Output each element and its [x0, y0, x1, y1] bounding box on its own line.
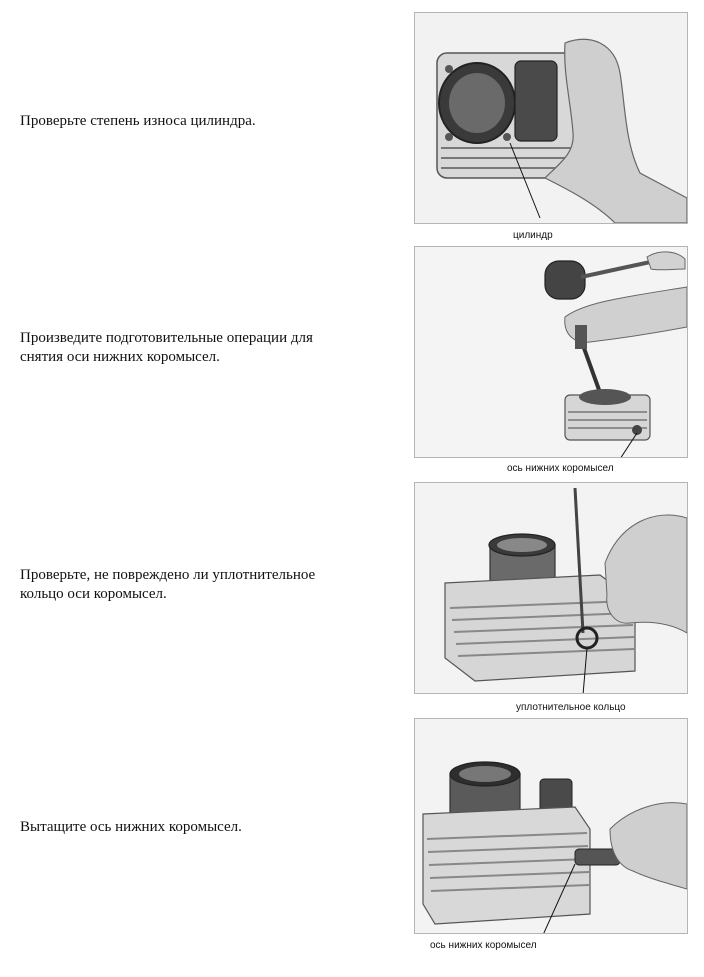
step-4-photo: [414, 718, 688, 934]
step-1-instruction: Проверьте степень износа цилиндра.: [20, 112, 380, 131]
step-3-caption: уплотнительное кольцо: [516, 702, 626, 713]
step-2-photo: [414, 246, 688, 458]
rocker-shaft-removal-photo-icon: [415, 719, 687, 933]
o-ring-inspection-photo-icon: [415, 483, 687, 693]
step-4-caption: ось нижних коромысел: [430, 940, 537, 951]
hammer-and-drift-on-cylinder-photo-icon: [415, 247, 687, 457]
step-3-photo: [414, 482, 688, 694]
cylinder-held-in-hand-photo-icon: [415, 13, 687, 223]
step-1-instruction-text: Проверьте степень износа цилиндра.: [20, 113, 256, 129]
step-2-instruction: Произведите подготовительные операции дл…: [20, 329, 380, 367]
step-3-instruction-line2: кольцо оси коромысел.: [20, 586, 167, 602]
step-3-instruction: Проверьте, не повреждено ли уплотнительн…: [20, 566, 380, 604]
step-2-caption: ось нижних коромысел: [507, 463, 614, 474]
step-1-photo: [414, 12, 688, 224]
step-2-instruction-line2: снятия оси нижних коромысел.: [20, 349, 220, 365]
step-2-instruction-line1: Произведите подготовительные операции дл…: [20, 330, 313, 346]
step-4-instruction: Вытащите ось нижних коромысел.: [20, 818, 380, 837]
step-3-instruction-line1: Проверьте, не повреждено ли уплотнительн…: [20, 567, 316, 583]
step-4-instruction-text: Вытащите ось нижних коромысел.: [20, 819, 242, 835]
step-1-caption: цилиндр: [513, 230, 553, 241]
